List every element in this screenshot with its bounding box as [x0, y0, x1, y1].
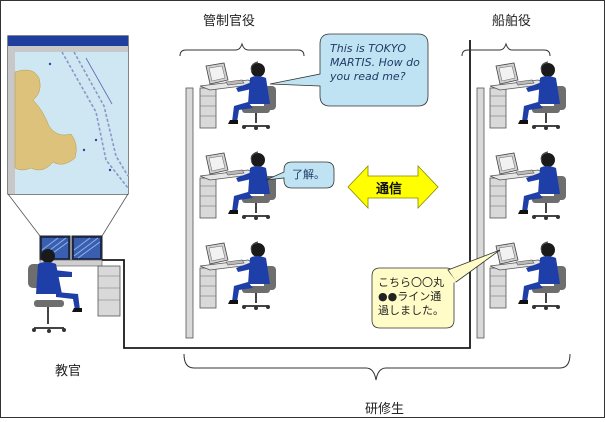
- ship-report-note: [371, 267, 455, 329]
- trainees-label: 研修生: [365, 402, 405, 417]
- window-title-bar: [8, 36, 128, 46]
- traffic-lane: [61, 51, 129, 189]
- controller-brace: [179, 42, 305, 57]
- ship-report-line-1: こちら〇〇丸: [378, 276, 444, 289]
- communication-arrow: [347, 165, 439, 209]
- instructor-station: [28, 235, 121, 333]
- communication-label: 通信: [376, 182, 403, 197]
- controller-speech-line-3: you read me?: [330, 70, 406, 83]
- ship-report-text: こちら〇〇丸 ●●ライン通 過しました。: [378, 276, 444, 318]
- map-window: [7, 35, 129, 195]
- ack-speech-line-1: 了解。: [292, 168, 325, 181]
- land-area: [14, 69, 77, 171]
- network-line: [102, 40, 471, 349]
- instructor-label: 教官: [55, 364, 82, 379]
- ack-speech-text: 了解。: [292, 168, 325, 182]
- ship-report-line-3: 過しました。: [378, 304, 444, 317]
- controller-speech-text: This is TOKYO MARTIS. How do you read me…: [330, 42, 420, 84]
- controller-speech-bubble: [269, 33, 429, 107]
- controller-speech-line-1: This is TOKYO: [330, 42, 407, 55]
- ship-rack: [476, 87, 485, 339]
- ship-report-line-2: ●●ライン通: [378, 290, 442, 303]
- ship-brace: [461, 42, 551, 57]
- controller-rack: [185, 87, 194, 339]
- ack-speech-bubble: [265, 161, 335, 189]
- ship-role-label: 船舶役: [492, 14, 532, 29]
- controller-role-label: 管制官役: [203, 14, 256, 29]
- trainees-brace: [183, 353, 571, 381]
- controller-speech-line-2: MARTIS. How do: [330, 56, 420, 69]
